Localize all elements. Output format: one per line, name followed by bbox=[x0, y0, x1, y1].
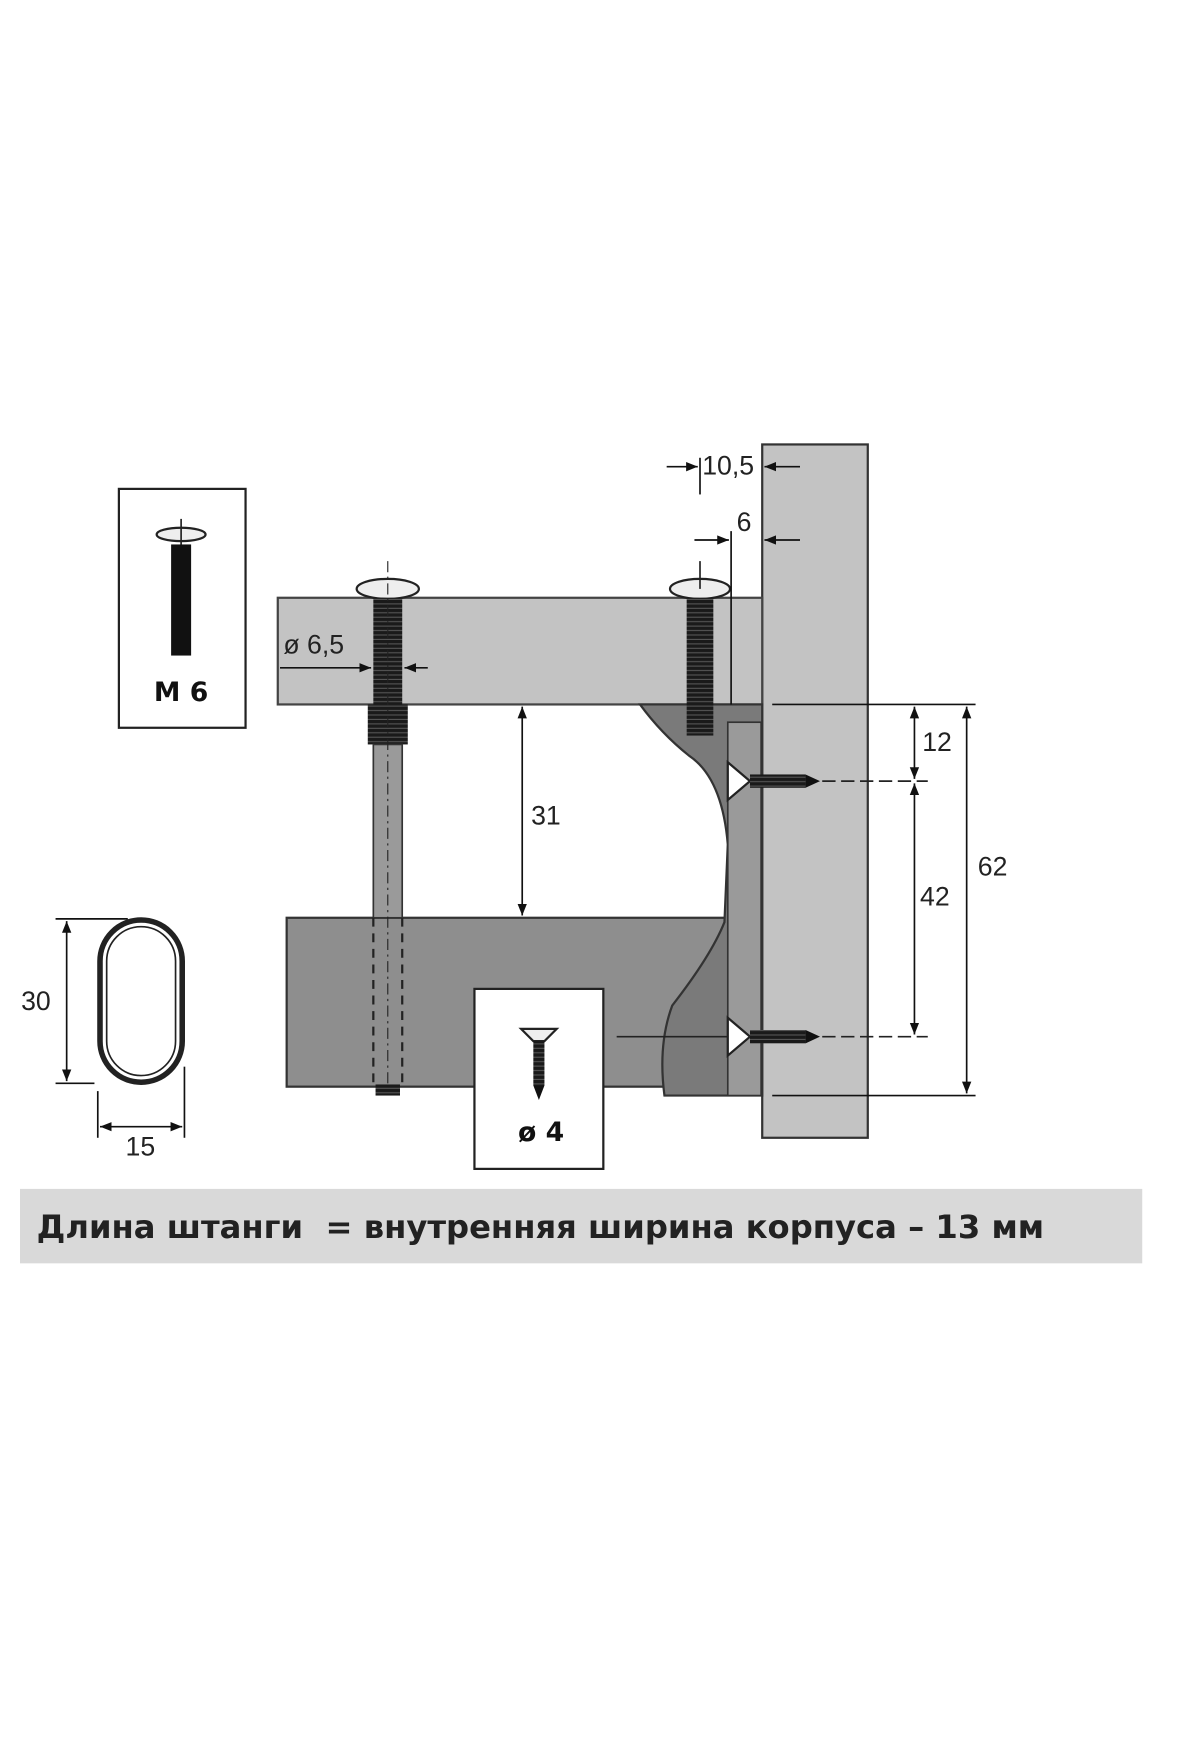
dim-12: 12 bbox=[922, 727, 952, 757]
dim-hole-diameter: ø 6,5 bbox=[283, 629, 344, 659]
d4-label: ø 4 bbox=[518, 1117, 564, 1148]
m6-label: M 6 bbox=[154, 677, 208, 708]
right-m6-screw bbox=[668, 561, 732, 736]
dim-62: 62 bbox=[978, 852, 1008, 882]
dim-6: 6 bbox=[737, 507, 752, 537]
top-shelf-panel bbox=[276, 596, 764, 706]
left-m6-screw bbox=[355, 561, 420, 1096]
dim-31: 31 bbox=[531, 800, 561, 830]
wood-screw-inset: ø 4 bbox=[473, 987, 605, 1170]
caption-band bbox=[20, 1188, 1143, 1264]
dim-15: 15 bbox=[126, 1132, 156, 1162]
dim-42: 42 bbox=[920, 882, 950, 912]
side-wall-panel bbox=[761, 443, 869, 1139]
wood-screw-upper bbox=[726, 759, 928, 803]
wood-screw-lower bbox=[616, 1015, 928, 1058]
rail-length-formula: Длина штанги = внутренняя ширина корпуса… bbox=[37, 1208, 1044, 1246]
dim-10-5: 10,5 bbox=[702, 450, 754, 480]
m6-screw-inset: M 6 bbox=[117, 487, 247, 729]
dim-30: 30 bbox=[21, 986, 51, 1016]
oval-rail-profile: 30 15 bbox=[21, 917, 186, 1162]
